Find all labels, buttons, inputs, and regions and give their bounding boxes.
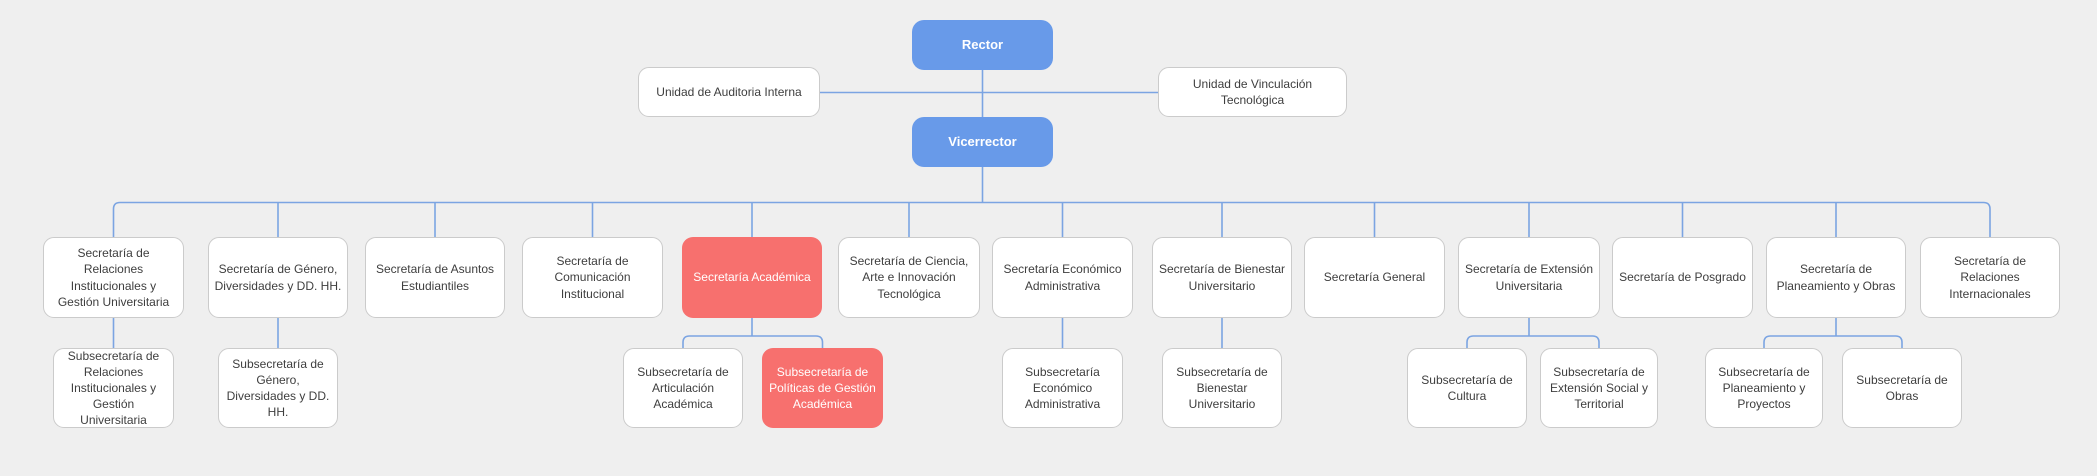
node-secretaria-relaciones-internacionales[interactable]: Secretaría de Relaciones Internacionales (1920, 237, 2060, 318)
node-secretaria-relaciones-institucionales[interactable]: Secretaría de Relaciones Institucionales… (43, 237, 184, 318)
node-secretaria-bienestar-universitario[interactable]: Secretaría de Bienestar Universitario (1152, 237, 1292, 318)
node-vicerrector[interactable]: Vicerrector (912, 117, 1053, 167)
node-unidad-vinculacion-tecnologica[interactable]: Unidad de Vinculación Tecnológica (1158, 67, 1347, 117)
node-subsecretaria-obras[interactable]: Subsecretaría de Obras (1842, 348, 1962, 428)
node-subsecretaria-extension-social-territorial[interactable]: Subsecretaría de Extensión Social y Terr… (1540, 348, 1658, 428)
node-secretaria-asuntos-estudiantiles[interactable]: Secretaría de Asuntos Estudiantiles (365, 237, 505, 318)
node-secretaria-extension-universitaria[interactable]: Secretaría de Extensión Universitaria (1458, 237, 1600, 318)
node-secretaria-posgrado[interactable]: Secretaría de Posgrado (1612, 237, 1753, 318)
node-secretaria-academica[interactable]: Secretaría Académica (682, 237, 822, 318)
node-subsecretaria-planeamiento-proyectos[interactable]: Subsecretaría de Planeamiento y Proyecto… (1705, 348, 1823, 428)
top-level-connectors (820, 70, 1158, 203)
node-subsecretaria-cultura[interactable]: Subsecretaría de Cultura (1407, 348, 1527, 428)
secretarias-bus-connector (112, 201, 1991, 238)
node-subsecretaria-economico-administrativa[interactable]: Subsecretaría Económico Administrativa (1002, 348, 1123, 428)
subsecretarias-connectors (112, 318, 1903, 349)
node-secretaria-general[interactable]: Secretaría General (1304, 237, 1445, 318)
node-unidad-auditoria-interna[interactable]: Unidad de Auditoria Interna (638, 67, 820, 117)
node-subsecretaria-politicas-gestion-academica[interactable]: Subsecretaría de Políticas de Gestión Ac… (762, 348, 883, 428)
node-secretaria-comunicacion-institucional[interactable]: Secretaría de Comunicación Institucional (522, 237, 663, 318)
node-secretaria-planeamiento-obras[interactable]: Secretaría de Planeamiento y Obras (1766, 237, 1906, 318)
node-subsecretaria-relaciones-institucionales[interactable]: Subsecretaría de Relaciones Instituciona… (53, 348, 174, 428)
node-subsecretaria-articulacion-academica[interactable]: Subsecretaría de Articulación Académica (623, 348, 743, 428)
node-secretaria-genero-diversidades[interactable]: Secretaría de Género, Diversidades y DD.… (208, 237, 348, 318)
node-subsecretaria-bienestar-universitario[interactable]: Subsecretaría de Bienestar Universitario (1162, 348, 1282, 428)
node-secretaria-ciencia-arte-innovacion[interactable]: Secretaría de Ciencia, Arte e Innovación… (838, 237, 980, 318)
node-secretaria-economico-administrativa[interactable]: Secretaría Económico Administrativa (992, 237, 1133, 318)
node-subsecretaria-genero-diversidades[interactable]: Subsecretaría de Género, Diversidades y … (218, 348, 338, 428)
node-rector[interactable]: Rector (912, 20, 1053, 70)
